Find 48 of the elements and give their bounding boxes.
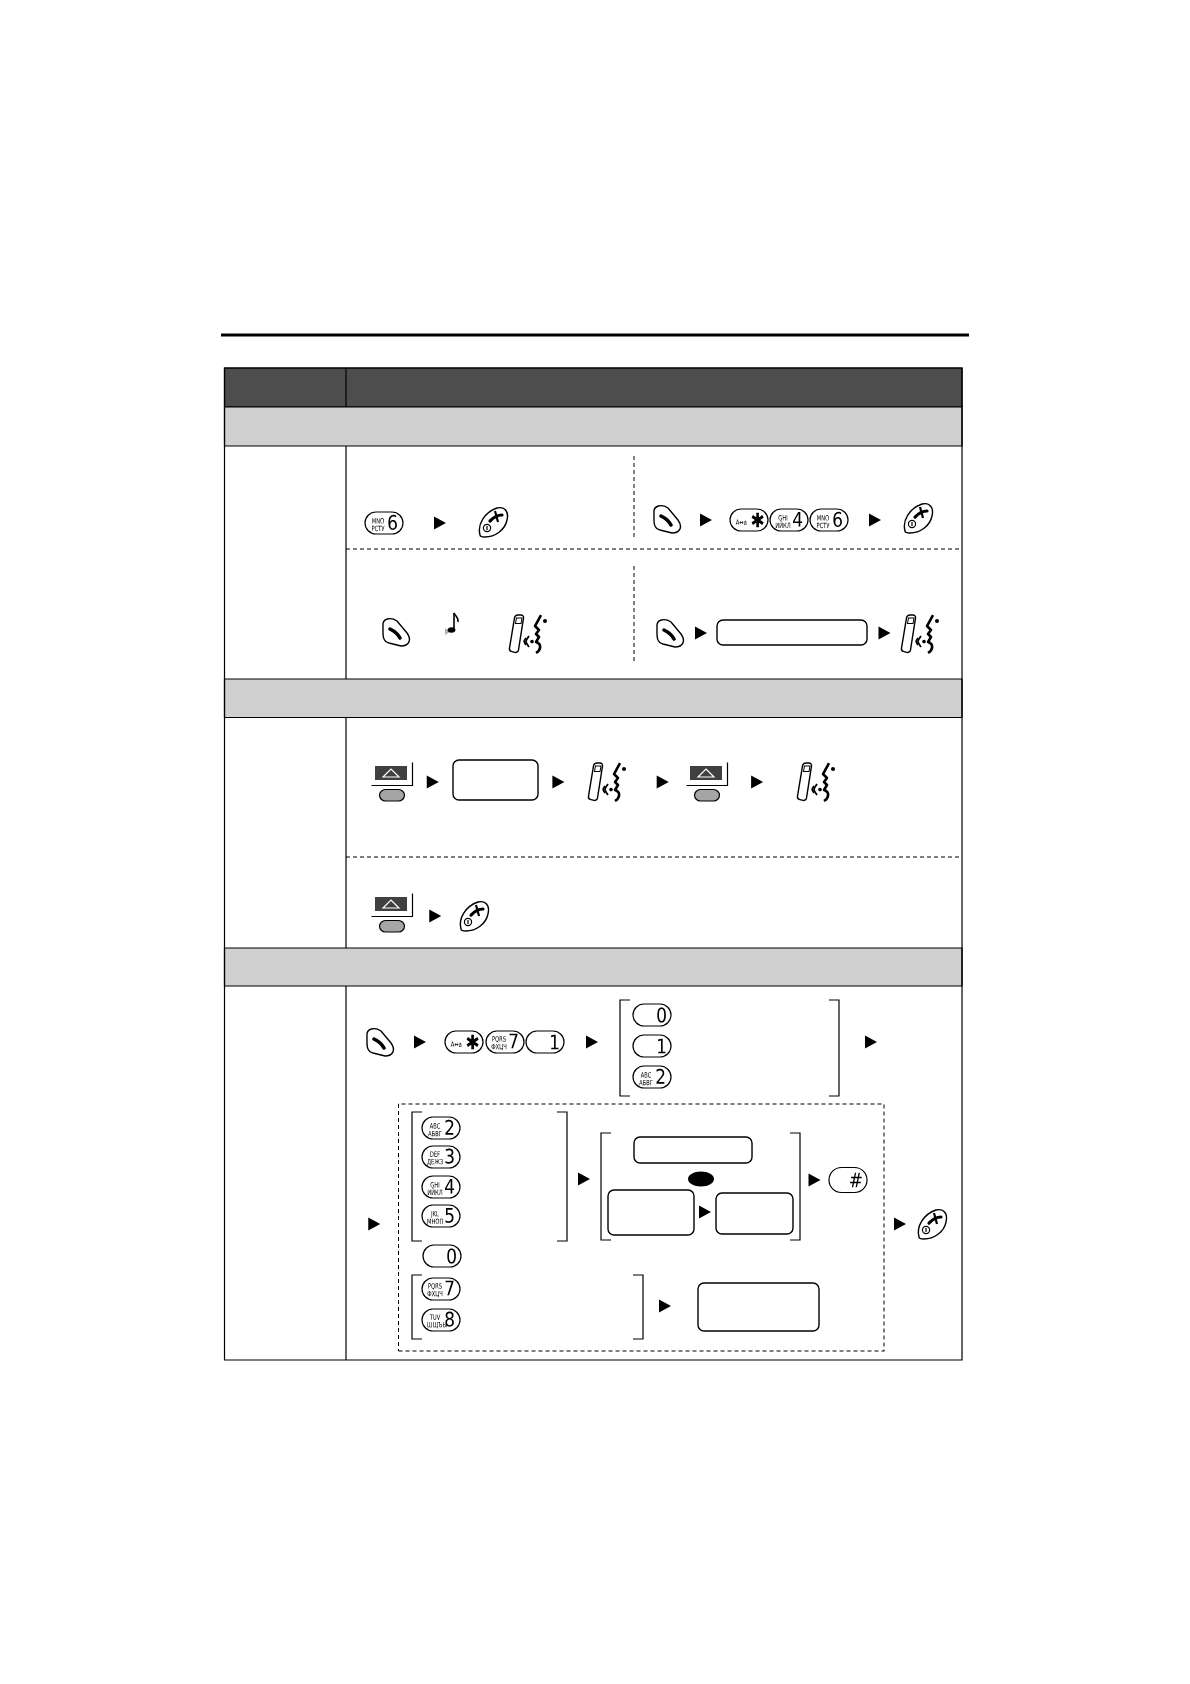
dashed-frame	[398, 1103, 885, 1352]
square-brackets	[411, 1274, 644, 1340]
handset-speech-icon	[587, 762, 626, 802]
arrow	[552, 775, 565, 789]
talk-key-icon	[653, 505, 682, 534]
handset-speech-icon	[796, 762, 835, 802]
soft-key-icon	[370, 761, 414, 802]
arrow	[700, 513, 712, 527]
arrow	[586, 1035, 598, 1049]
display-box	[715, 1192, 794, 1235]
keypad-key: #	[828, 1166, 868, 1194]
display-box	[697, 1282, 820, 1332]
arrow	[808, 1173, 821, 1187]
display-box	[452, 759, 539, 801]
display-box	[633, 1136, 753, 1164]
soft-key-icon	[370, 892, 414, 933]
arrow	[578, 1172, 590, 1186]
talk-key-icon	[656, 619, 685, 648]
square-brackets	[600, 1132, 801, 1241]
arrow	[429, 909, 442, 923]
talk-key-icon	[366, 1028, 395, 1057]
end-key-icon	[478, 506, 509, 538]
display-box	[716, 619, 868, 646]
arrow	[699, 1205, 711, 1219]
arrow	[414, 1035, 426, 1049]
arrow	[695, 626, 707, 640]
square-brackets	[411, 1111, 568, 1242]
keypad-key: 0	[422, 1244, 462, 1268]
arrow	[426, 775, 439, 789]
display-box	[607, 1189, 695, 1236]
arrow	[656, 775, 669, 789]
arrow	[865, 1035, 877, 1049]
arrow	[878, 626, 891, 640]
soft-key-icon	[685, 761, 729, 802]
end-key-icon	[903, 502, 934, 534]
arrow	[869, 513, 881, 527]
arrow	[434, 516, 446, 530]
keypad-key: 1	[632, 1034, 672, 1058]
square-brackets	[619, 999, 840, 1097]
arrow	[368, 1217, 381, 1231]
end-key-icon	[917, 1208, 948, 1240]
end-key-icon	[459, 900, 490, 932]
arrow	[894, 1217, 906, 1231]
keypad-key: 0	[632, 1003, 672, 1027]
arrow	[659, 1299, 671, 1313]
arrow	[751, 775, 764, 789]
keypad-key: 1	[525, 1030, 565, 1054]
handset-speech-icon	[900, 614, 939, 654]
